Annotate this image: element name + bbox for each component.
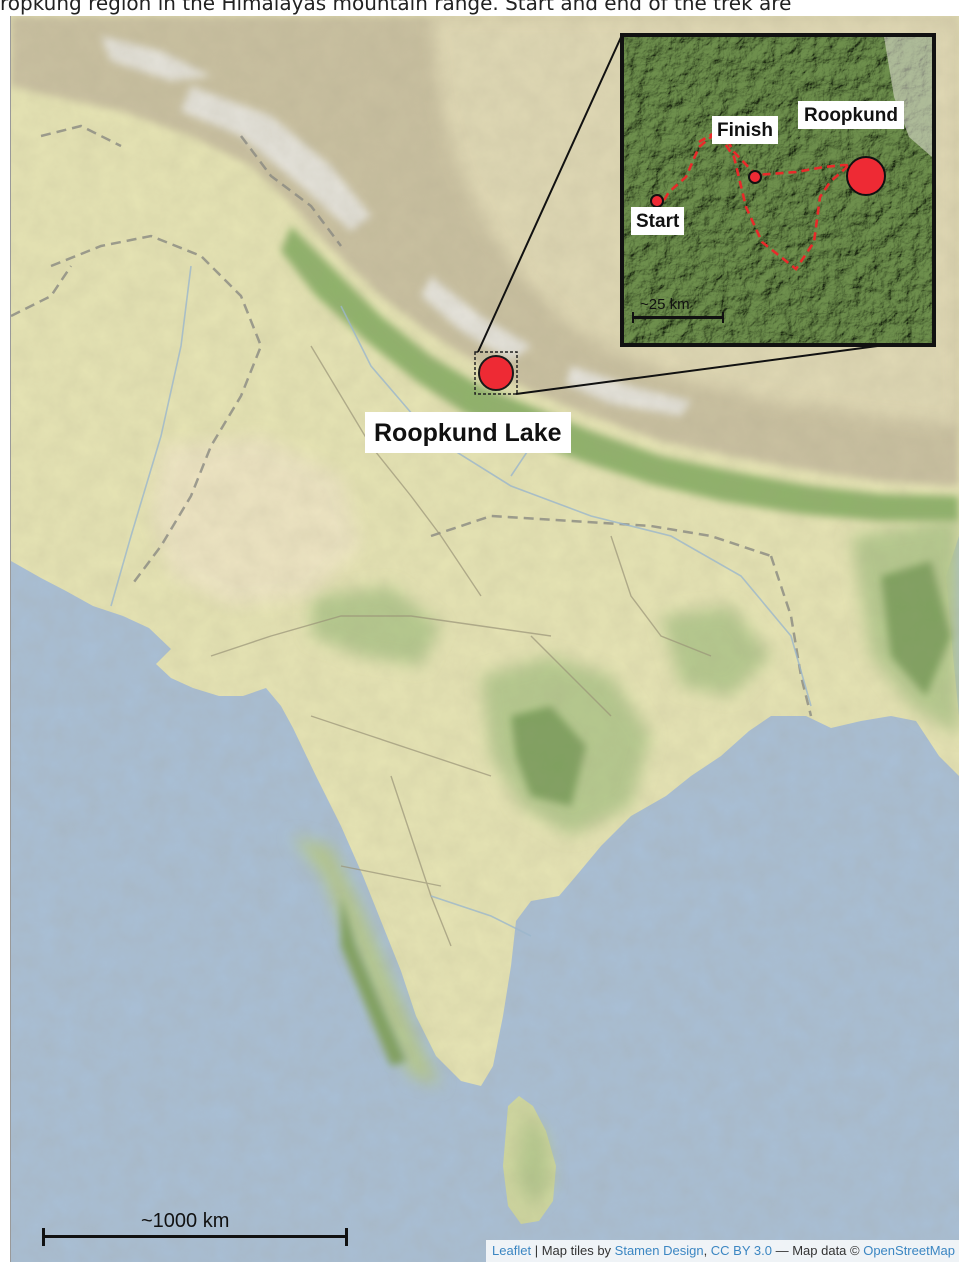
roopkund-label: Roopkund xyxy=(798,101,904,129)
caption-text: ropkung region in the Himalayas mountain… xyxy=(0,0,792,15)
inset-map[interactable]: Finish Start Roopkund ~25 km xyxy=(620,33,936,347)
attribution-sep-2: , xyxy=(703,1243,711,1258)
map-attribution: Leaflet | Map tiles by Stamen Design, CC… xyxy=(486,1240,959,1262)
stamen-link[interactable]: Stamen Design xyxy=(614,1243,704,1258)
osm-link[interactable]: OpenStreetMap xyxy=(863,1243,955,1258)
roopkund-lake-label: Roopkund Lake xyxy=(365,412,571,453)
zoom-line-bottom xyxy=(515,344,886,395)
roopkund-marker[interactable] xyxy=(478,355,514,391)
country-borders xyxy=(11,124,813,717)
inset-scale-label: ~25 km xyxy=(640,296,690,313)
inset-canvas xyxy=(624,37,932,343)
inset-snow xyxy=(884,37,932,157)
inset-terrain-relief xyxy=(624,37,932,343)
inset-scale-bar xyxy=(632,312,724,323)
main-scale-label: ~1000 km xyxy=(141,1210,230,1232)
caption-text-cut: ropkung region in the Himalayas mountain… xyxy=(0,0,960,16)
attribution-sep-1: | Map tiles by xyxy=(531,1243,615,1258)
roopkund-inset-marker[interactable] xyxy=(846,156,886,196)
attribution-sep-3: — Map data © xyxy=(771,1243,864,1258)
trek-route[interactable] xyxy=(655,127,870,271)
finish-marker[interactable] xyxy=(748,170,762,184)
license-link[interactable]: CC BY 3.0 xyxy=(710,1243,772,1258)
start-label: Start xyxy=(631,207,685,235)
inset-terrain-tint xyxy=(624,37,932,343)
leaflet-link[interactable]: Leaflet xyxy=(492,1243,532,1258)
zoom-line-top xyxy=(477,34,623,353)
start-marker[interactable] xyxy=(650,194,664,208)
state-borders xyxy=(210,345,712,947)
finish-label: Finish xyxy=(712,116,778,144)
marker-box xyxy=(474,351,518,395)
main-scale-bar xyxy=(42,1228,348,1246)
map-viewport[interactable]: Roopkund Lake xyxy=(10,16,959,1262)
